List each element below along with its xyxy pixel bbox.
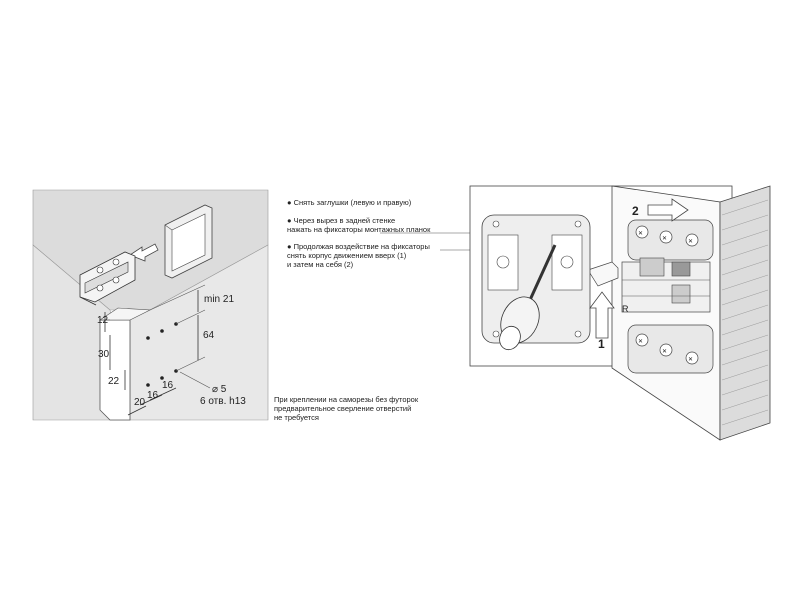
svg-text:✕: ✕: [688, 239, 693, 245]
step-1-label: 1: [598, 337, 605, 351]
step-2-label: 2: [632, 204, 639, 218]
svg-text:✕: ✕: [662, 349, 667, 355]
arrow-up-icon: [589, 291, 615, 339]
right-figure: ✕ ✕ ✕ ✕ ✕ ✕: [469, 185, 771, 441]
instruction-1: ● Снять заглушки (левую и правую): [287, 198, 412, 207]
hanger-bracket: [79, 251, 136, 306]
mounting-holes: [146, 322, 178, 387]
dim-diameter: ⌀ 5: [212, 384, 227, 395]
dim-20: 20: [134, 397, 146, 408]
screwdriver-icon: [499, 244, 557, 351]
dim-30: 30: [98, 349, 110, 360]
svg-text:✕: ✕: [638, 231, 643, 237]
dim-16a: 16: [162, 380, 174, 391]
cabinet-panel: [99, 319, 131, 421]
side-letter: R: [622, 304, 629, 314]
dim-min21: min 21: [204, 294, 234, 305]
wall-section: [719, 185, 771, 441]
svg-text:✕: ✕: [662, 236, 667, 242]
instruction-2b: нажать на фиксаторы монтажных планок: [287, 225, 431, 234]
dim-12: 12: [97, 315, 109, 326]
arrow-right-icon: [647, 198, 689, 222]
note-line-3: не требуется: [274, 413, 319, 422]
dim-holes: 6 отв. h13: [200, 396, 246, 407]
instruction-3c: и затем на себя (2): [287, 260, 354, 269]
mounting-plate-top: ✕ ✕ ✕: [627, 219, 714, 261]
mounting-plate-bottom: ✕ ✕ ✕: [627, 324, 714, 374]
hanger-mechanism: [621, 257, 711, 313]
left-figure: min 21 12 64 30 22 16 16 20 ⌀ 5 6 отв. h…: [32, 189, 419, 422]
instruction-3b: снять корпус движением вверх (1): [287, 251, 407, 260]
wall-plate-box: [164, 204, 213, 279]
instruction-2a: ● Через вырез в задней стенке: [287, 216, 395, 225]
dimension-lines: [100, 284, 211, 416]
direction-arrow-icon: [129, 243, 159, 262]
dim-22: 22: [108, 376, 120, 387]
instruction-3a: ● Продолжая воздействие на фиксаторы: [287, 242, 430, 251]
svg-text:✕: ✕: [688, 357, 693, 363]
dim-16b: 16: [147, 390, 159, 401]
note-line-1: При креплении на саморезы без футорок: [274, 395, 419, 404]
wall-hatching: [721, 199, 769, 426]
note-line-2: предварительное сверление отверстий: [274, 404, 411, 413]
svg-text:✕: ✕: [638, 339, 643, 345]
dim-64: 64: [203, 330, 215, 341]
mounting-strip: [587, 261, 619, 287]
